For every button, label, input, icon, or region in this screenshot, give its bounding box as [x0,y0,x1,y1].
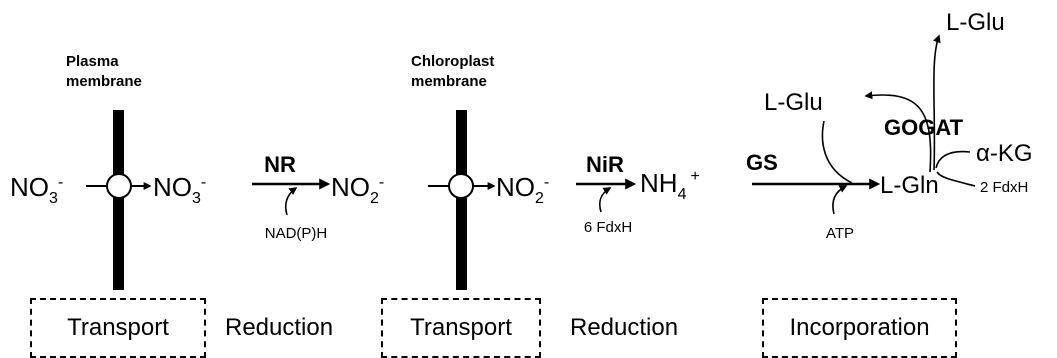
chloroplast-membrane-bar [456,110,467,290]
step-transport-chloroplast: Transport [381,298,541,358]
enzyme-gogat: GOGAT [884,115,964,140]
step-transport-chloroplast-label: Transport [410,314,512,341]
chloroplast-membrane-label-line1: Chloroplast [411,53,494,70]
nitrate-outside: NO3- [10,172,63,207]
gogat-to-glutamate-left-arrow [864,91,932,173]
enzyme-nir: NiR [586,152,624,177]
enzyme-gs: GS [746,150,778,175]
plasma-transporter-circle [106,173,132,199]
step-transport-plasma: Transport [30,298,206,358]
nitrite-cytosol: NO2- [331,172,384,207]
gogat-to-glutamate-top-arrow [933,34,941,171]
step-incorporation: Incorporation [762,298,957,358]
alpha-ketoglutarate: α-KG [976,140,1033,167]
nitrate-inside: NO3- [153,172,206,207]
step-reduction-nr: Reduction [225,314,334,341]
chloroplast-membrane-label-line2: membrane [411,73,487,90]
glutamate-into-gs-line [821,120,853,184]
plasma-membrane-label-line2: membrane [66,73,142,90]
step-transport-plasma-label: Transport [67,314,169,341]
nadph-input-arrow [284,187,298,216]
glutamate-product: L-Glu [946,9,1005,36]
cofactor-atp: ATP [826,225,854,242]
fdxh6-input-arrow [598,187,612,213]
plasma-membrane-bar [113,110,124,290]
plasma-membrane-label-line1: Plasma [66,53,119,70]
cofactor-fdxh6: 6 FdxH [584,219,632,236]
step-reduction-nir: Reduction [570,314,679,341]
glutamate-substrate: L-Glu [764,89,823,116]
ammonium: NH4+ [640,168,700,203]
glutamine: L-Gln [880,172,939,199]
cofactor-nadph: NAD(P)H [265,225,328,242]
akg-input-line [935,150,971,169]
chloroplast-transporter-circle [448,173,474,199]
enzyme-nr: NR [264,152,296,177]
atp-input-arrow [832,185,848,215]
step-incorporation-label: Incorporation [789,314,930,341]
fdxh2-input-line [936,171,976,187]
nitrite-chloroplast: NO2- [496,172,549,207]
cofactor-fdxh2: 2 FdxH [980,179,1028,196]
